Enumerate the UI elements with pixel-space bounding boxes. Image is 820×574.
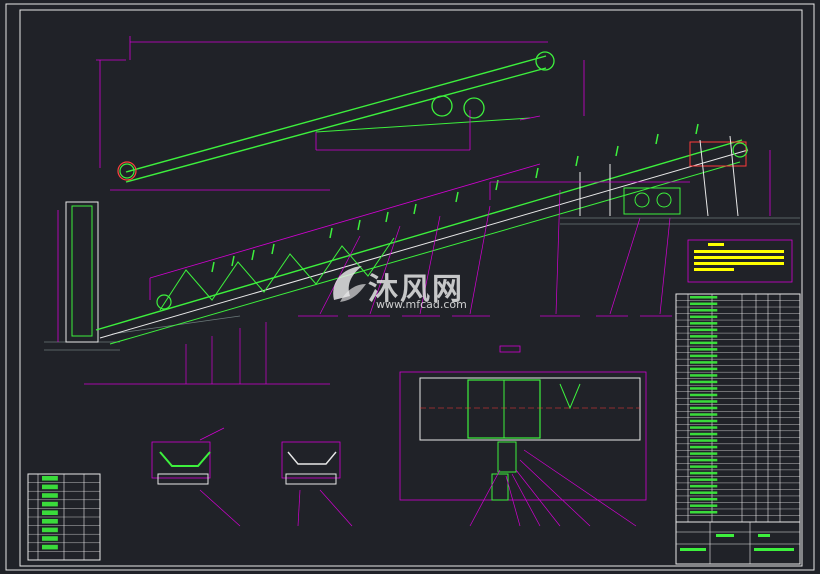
outer-border	[5, 3, 815, 571]
parts-table-row-text	[690, 439, 718, 442]
parts-table-row-text	[690, 413, 718, 416]
bom-table-row-text	[42, 527, 58, 533]
parts-table-row-text	[690, 452, 718, 455]
watermark-logo-icon	[333, 266, 366, 302]
parts-table-row-text	[690, 426, 718, 429]
parts-list-table	[675, 293, 801, 523]
parts-table-row-text	[690, 380, 718, 384]
parts-table-row-text	[690, 322, 718, 325]
parts-table-row-text	[690, 341, 718, 345]
parts-table-row-text	[690, 445, 718, 449]
parts-table-row-text	[690, 302, 718, 306]
parts-table-row-text	[690, 465, 718, 468]
bom-table-row-text	[42, 493, 58, 498]
belt-layout-schematic	[96, 36, 585, 191]
parts-table-row-text	[690, 406, 718, 410]
idler-section-right	[281, 441, 353, 527]
inner-border	[19, 9, 803, 567]
parts-table-row-text	[690, 315, 718, 319]
parts-table-row-text	[690, 478, 718, 481]
watermark: 沐风网 www.mfcad.com	[328, 262, 498, 312]
parts-table-row-text	[690, 484, 718, 488]
parts-table-row-text	[690, 400, 718, 403]
parts-table-row-text	[690, 504, 718, 507]
watermark-site: www.mfcad.com	[376, 298, 467, 311]
parts-table-row-text	[690, 367, 718, 371]
parts-table-row-text	[690, 419, 718, 423]
parts-table-row-text	[690, 491, 718, 494]
bom-table-row-text	[42, 544, 58, 550]
title-block	[675, 521, 801, 565]
parts-table-row-text	[690, 387, 718, 390]
bom-table	[27, 473, 101, 561]
conveyor-elevation	[44, 123, 800, 385]
parts-table-row-text	[690, 497, 718, 501]
bom-table-row-text	[42, 501, 58, 507]
bom-table-row-text	[42, 476, 58, 481]
parts-table-row-text	[690, 374, 718, 377]
parts-table-row-text	[690, 309, 718, 312]
parts-table-row-text	[690, 328, 718, 332]
bom-table-row-text	[42, 510, 58, 515]
plan-view	[399, 345, 647, 527]
parts-table-row-text	[690, 471, 718, 475]
parts-table-row-text	[690, 335, 718, 338]
parts-table-row-text	[690, 348, 718, 351]
parts-table-row-text	[690, 458, 718, 462]
parts-table-row-text	[690, 432, 718, 436]
parts-table-row-text	[690, 393, 718, 397]
parts-table-row-text	[690, 510, 718, 514]
technical-notes	[687, 239, 793, 283]
parts-table-row-text	[690, 361, 718, 364]
bom-table-row-text	[42, 484, 58, 490]
parts-table-row-text	[690, 296, 718, 299]
parts-table-row-text	[690, 354, 718, 358]
watermark-brand: 沐风网	[368, 272, 464, 307]
bom-table-row-text	[42, 519, 58, 524]
idler-section-left	[151, 427, 241, 527]
bom-table-row-text	[42, 536, 58, 541]
